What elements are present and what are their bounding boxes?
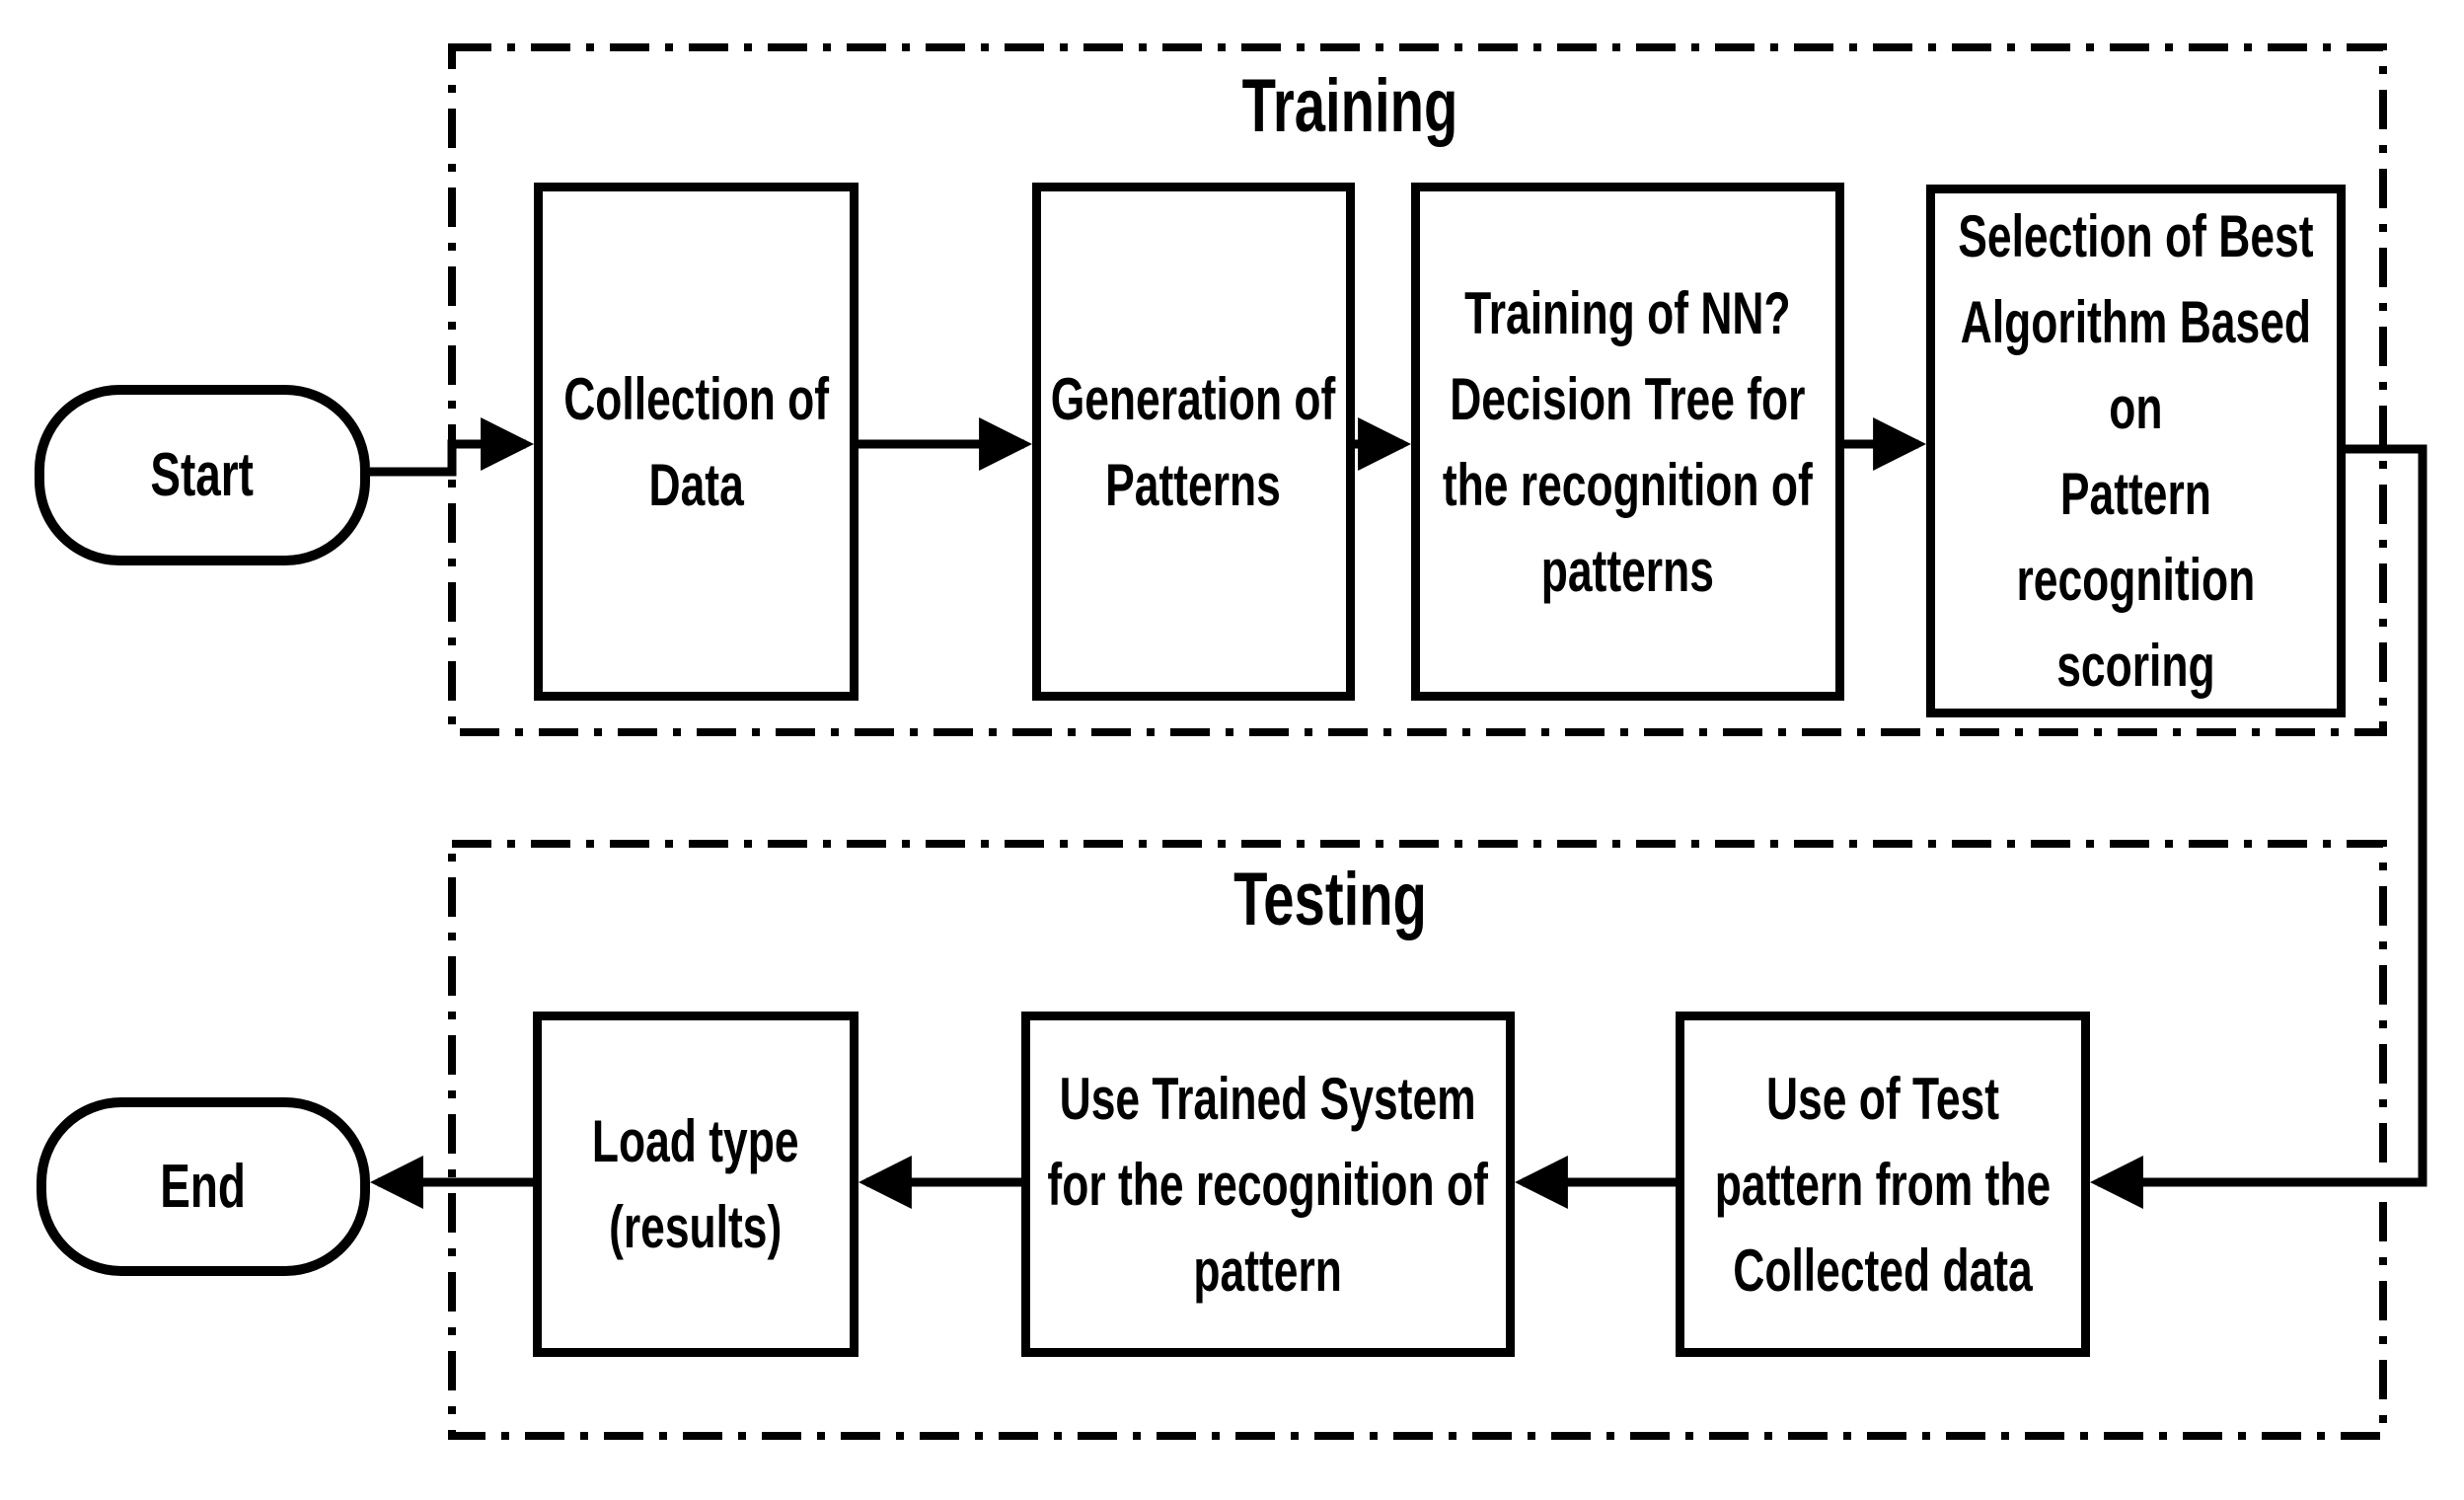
testing-region-title: Testing [1233, 858, 1427, 941]
flow-box-label: Selection of Best Algorithm Based on Pat… [1958, 203, 2314, 699]
arrow-start-to-collection [370, 417, 535, 477]
flow-box-selection-of-best-algorithm: Selection of Best Algorithm Based on Pat… [1926, 185, 2346, 717]
flow-box-collection-of-data: Collection of Data [534, 183, 859, 701]
flow-box-label: Generation of Patterns [1051, 365, 1336, 518]
end-node: End [37, 1097, 370, 1276]
end-node-label: End [160, 1152, 247, 1221]
start-node-label: Start [150, 440, 255, 509]
start-node: Start [35, 385, 370, 565]
flow-box-load-type-results: Load type (results) [533, 1012, 859, 1357]
flow-box-label: Collection of Data [563, 365, 829, 518]
flow-box-training-nn-decision-tree: Training of NN? Decision Tree for the re… [1411, 183, 1844, 701]
flow-box-generation-of-patterns: Generation of Patterns [1032, 183, 1355, 701]
flow-box-label: Load type (results) [592, 1108, 799, 1260]
training-region-title: Training [1241, 64, 1458, 148]
training-region-border [448, 43, 2387, 736]
testing-region-border [448, 840, 2387, 1440]
flow-box-label: Training of NN? Decision Tree for the re… [1443, 279, 1813, 604]
flow-box-label: Use of Test pattern from the Collected d… [1714, 1065, 2052, 1304]
flow-box-use-trained-system: Use Trained System for the recognition o… [1021, 1012, 1515, 1357]
flow-box-use-of-test-pattern: Use of Test pattern from the Collected d… [1676, 1012, 2090, 1357]
connector-selection-to-use-of-test [2089, 444, 2427, 1209]
flow-box-label: Use Trained System for the recognition o… [1047, 1065, 1489, 1304]
